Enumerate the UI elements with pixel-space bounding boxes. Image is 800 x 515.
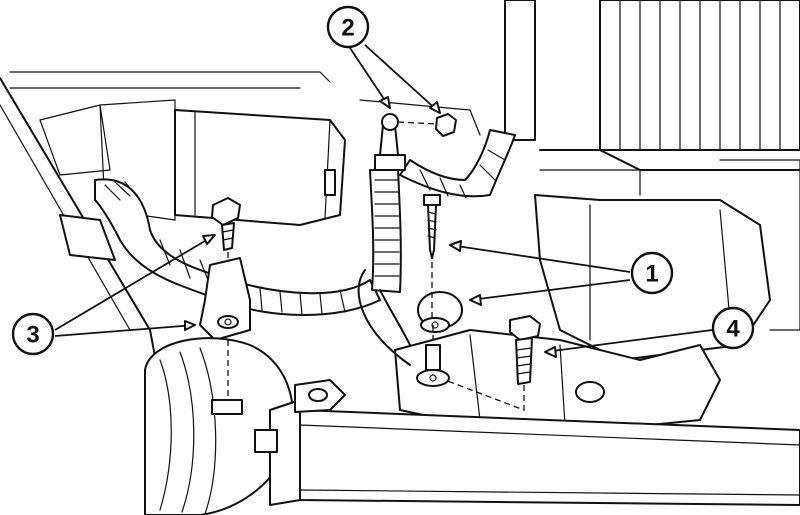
pulley-assembly [504,0,800,171]
callout-1-label: 1 [645,261,658,288]
callout-1: 1 [630,251,674,295]
callout-4: 4 [711,306,755,350]
callout-3-label: 3 [26,322,39,349]
screw-upper [420,194,450,333]
leader-lines-1 [449,240,631,306]
nut [397,113,457,137]
bolt-item-4 [444,315,541,411]
harness-clip [199,257,251,341]
callout-3: 3 [11,312,55,356]
ground-strap [374,113,406,171]
callout-4-label: 4 [726,316,740,343]
drive-axle [144,337,800,515]
callout-2: 2 [326,5,370,49]
upper-body-lines [9,71,481,136]
callout-2-label: 2 [341,15,354,42]
starter-motor [39,99,346,226]
leader-lines-3 [54,234,216,337]
screw-lower [416,325,450,387]
leader-lines-4 [544,329,713,358]
leader-lines-2 [347,44,441,114]
